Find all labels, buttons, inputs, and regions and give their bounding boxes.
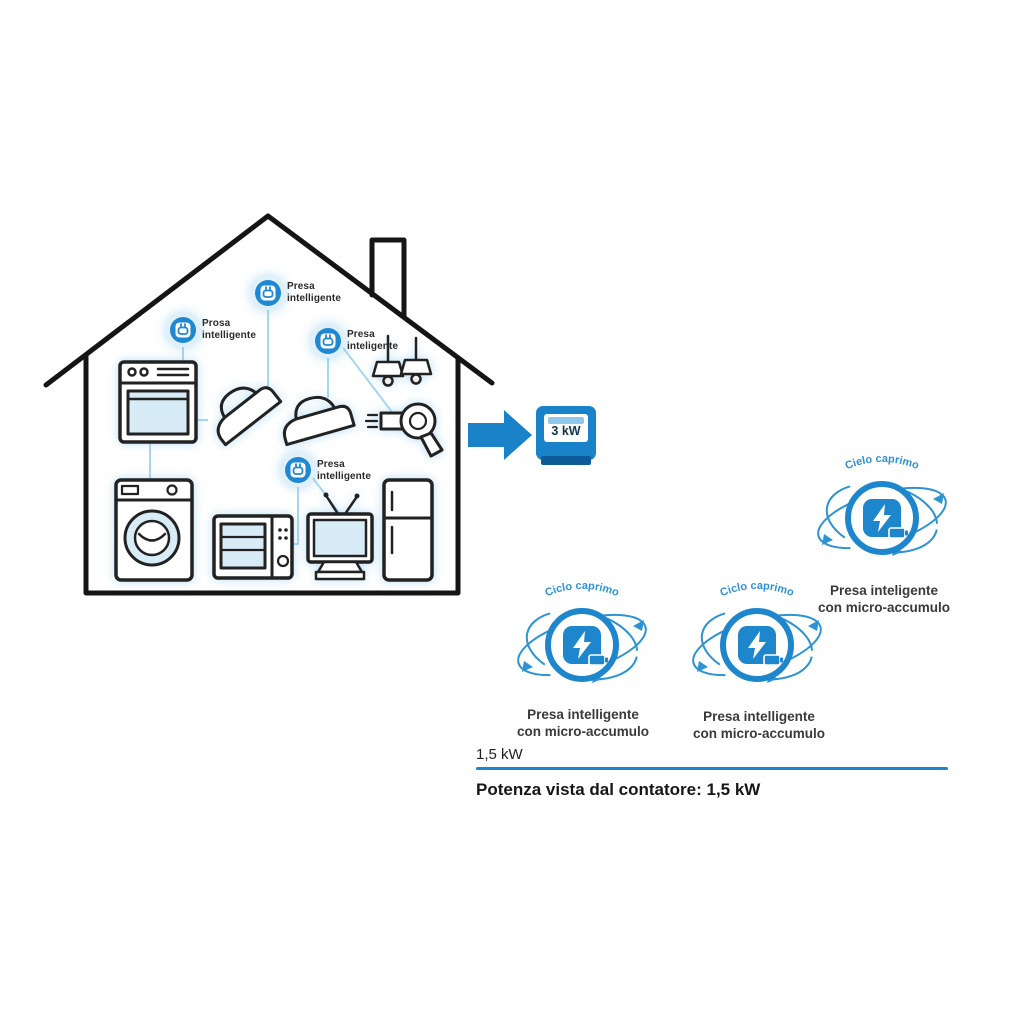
- cycle-badge-label: Presa inteligente con micro-accumulo: [764, 582, 1004, 617]
- cycle-badge-label-line2: con micro-accumulo: [516, 724, 650, 740]
- plug-label: Presa intelligente: [287, 281, 341, 305]
- plug-label-line2: intelligente: [202, 329, 256, 341]
- smart-plug-icon: [280, 452, 316, 488]
- cycle-badge-label-line1: Presa intelligente: [527, 707, 639, 722]
- iron-icon: [282, 395, 356, 447]
- plug-label-line2: inteligente: [347, 340, 399, 352]
- microwave-icon: [212, 514, 294, 580]
- smart-plug-icon: [165, 312, 201, 348]
- footer-power-label: 1,5 kW: [476, 746, 523, 763]
- plug-label: Prosa intelligente: [202, 318, 256, 342]
- micro-storage-plug-icon: [812, 474, 953, 562]
- meter-value: 3 kW: [551, 424, 581, 438]
- cycle-orbit-text: Cielo caprimo: [843, 453, 920, 472]
- cycle-badge-label-line2: con micro-accumulo: [692, 726, 826, 742]
- smart-plug-icon: [250, 275, 286, 311]
- plug-label-line1: Presa: [287, 281, 315, 292]
- cycle-badge-label-line1: Presa intelligente: [703, 709, 815, 724]
- oven-icon: [118, 360, 198, 444]
- plug-label-line1: Presa: [347, 329, 375, 340]
- cycle-badge-label: Presa intelligente con micro-accumulo: [639, 708, 879, 743]
- cycle-badge-label-line1: Presa inteligente: [829, 583, 939, 598]
- plug-label-line2: intelligente: [287, 292, 341, 304]
- flow-arrow-icon: [468, 410, 532, 460]
- micro-storage-plug-icon: [512, 601, 653, 689]
- tv-icon: [306, 492, 374, 581]
- pendant-lights-icon: [371, 334, 433, 387]
- house-outline: [43, 213, 495, 596]
- cycle-badge-label: Presa intelligente con micro-accumulo: [463, 706, 703, 741]
- plug-label: Presa intelligente: [317, 459, 371, 483]
- power-meter-icon: [536, 406, 596, 465]
- cycle-orbit-text: Ciclo caprimo: [543, 580, 620, 599]
- smart-plug-icon: [310, 323, 346, 359]
- washing-machine-icon: [114, 478, 194, 582]
- iron-icon: [216, 386, 283, 447]
- hair-dryer-icon: [364, 402, 444, 458]
- fridge-icon: [382, 478, 434, 582]
- footer-divider-line: [476, 767, 948, 770]
- plug-label-line1: Prosa: [202, 318, 231, 329]
- plug-label: Presa inteligente: [347, 329, 398, 353]
- footer-caption: Potenza vista dal contatore: 1,5 kW: [476, 780, 761, 799]
- cycle-badge-label-line2: con micro-accumulo: [817, 600, 951, 616]
- plug-label-line1: Presa: [317, 459, 345, 470]
- plug-label-line2: intelligente: [317, 470, 371, 482]
